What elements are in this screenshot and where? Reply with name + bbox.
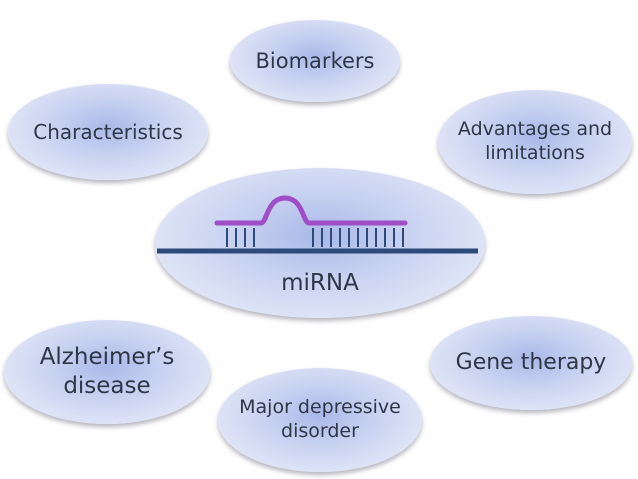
node-gene-therapy: Gene therapy xyxy=(430,316,632,410)
mirna-strand-bulge xyxy=(214,195,408,226)
node-alzheimers-label-line1: Alzheimer’s xyxy=(39,344,175,371)
base-pair-ticks-left xyxy=(226,228,255,247)
node-advantages-label-line2: limitations xyxy=(485,142,585,164)
node-advantages-label-line1: Advantages and xyxy=(457,118,613,141)
node-advantages-limitations: Advantages and limitations xyxy=(438,90,632,194)
node-characteristics-label: Characteristics xyxy=(33,119,183,144)
node-biomarkers-label: Biomarkers xyxy=(255,48,375,73)
node-major-depressive-disorder: Major depressive disorder xyxy=(218,368,422,472)
node-depressive-label-line2: disorder xyxy=(281,420,359,442)
node-characteristics: Characteristics xyxy=(8,84,208,180)
node-mirna-center: miRNA xyxy=(155,168,485,318)
node-mirna-label: miRNA xyxy=(281,270,359,296)
node-gene-therapy-label: Gene therapy xyxy=(455,350,607,376)
mirna-binding-illustration xyxy=(157,195,478,254)
node-alzheimers-disease: Alzheimer’s disease xyxy=(4,320,210,424)
node-alzheimers-label-line2: disease xyxy=(63,373,151,399)
node-biomarkers: Biomarkers xyxy=(230,20,400,102)
node-depressive-label-line1: Major depressive xyxy=(239,396,401,419)
base-pair-ticks-right xyxy=(312,228,404,247)
